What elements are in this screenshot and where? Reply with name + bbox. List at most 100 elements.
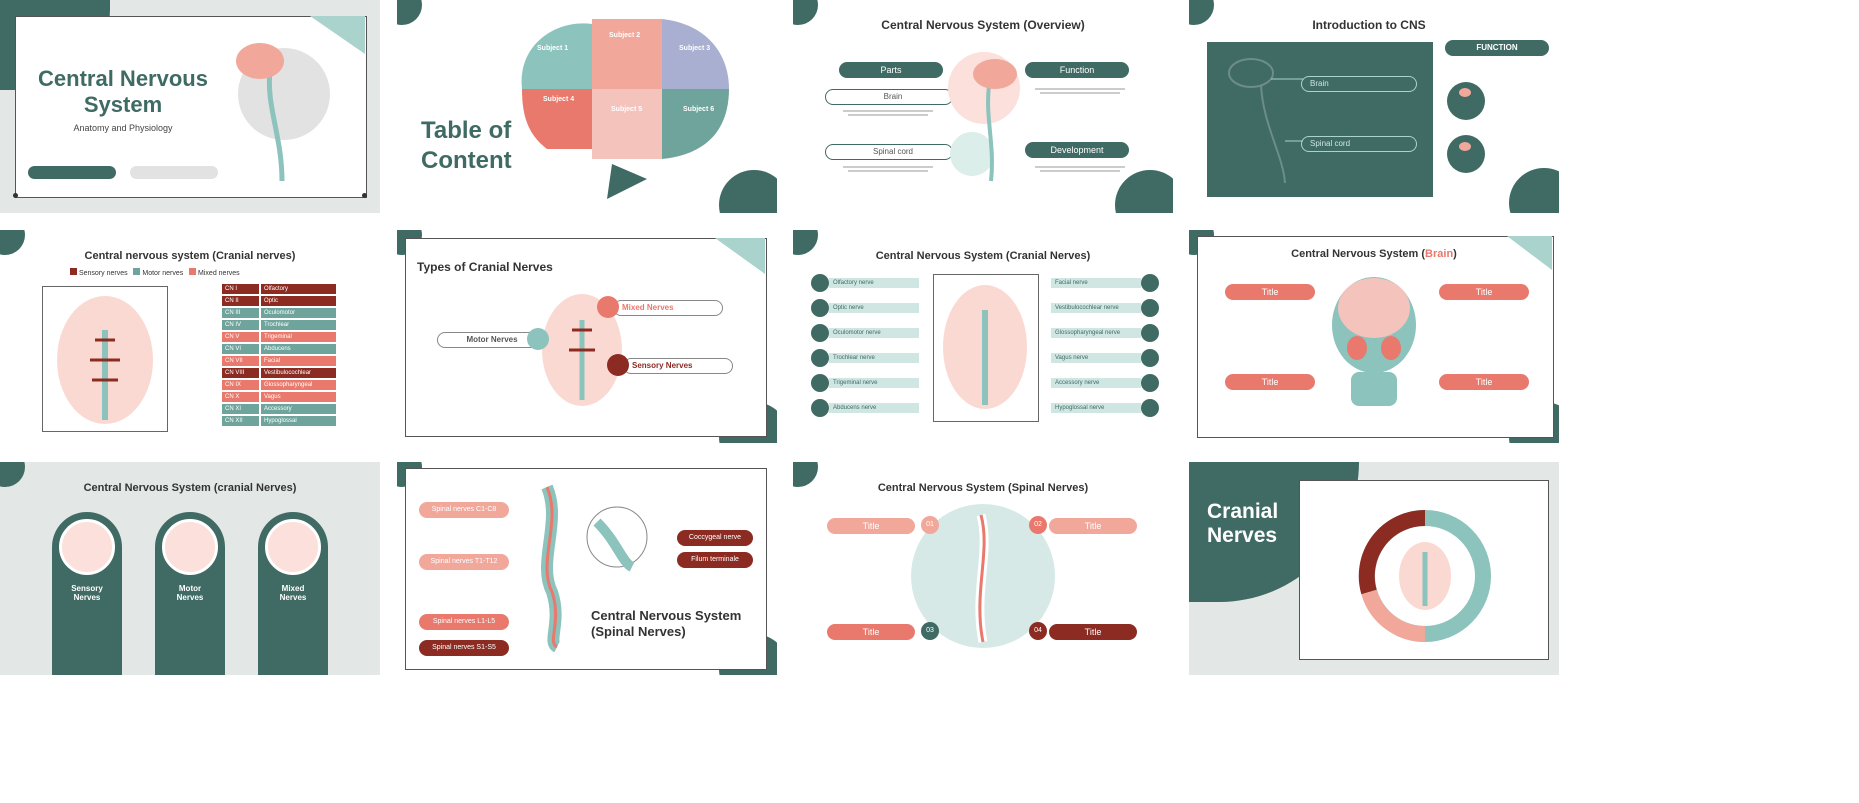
title-tag: Title <box>1049 518 1137 534</box>
nerve-icon <box>1141 299 1159 317</box>
piece-label: Subject 6 <box>683 106 715 113</box>
spinal-label: Spinal cord <box>825 144 953 160</box>
text-block <box>833 108 943 118</box>
nerve-icon <box>811 399 829 417</box>
piece-label: Subject 3 <box>679 45 711 52</box>
title-tag: Title <box>1225 374 1315 390</box>
slide-title: Central Nervous System (Cranial Nerves) <box>875 250 1091 262</box>
motor-icon <box>527 328 549 350</box>
brain-illustration <box>542 294 622 406</box>
slide-title: Central Nervous System (Spinal Nerves) <box>591 608 742 639</box>
title-tag: Title <box>1225 284 1315 300</box>
piece-label: Subject 4 <box>543 96 575 103</box>
title-tag: Title <box>827 518 915 534</box>
column-label: Mixed Nerves <box>279 584 307 602</box>
slide-9-thumbnail[interactable]: Central Nervous System (cranial Nerves) … <box>0 462 380 675</box>
motor-icon <box>162 519 218 575</box>
spinal-label-t: Spinal nerves T1-T12 <box>419 554 509 570</box>
nerve-item: Vestibulocochlear nerve <box>1051 299 1159 317</box>
nerve-label: Optic nerve <box>829 303 919 313</box>
nerve-name: Facial <box>261 356 336 366</box>
nerve-name: Vagus <box>261 392 336 402</box>
nerve-icon <box>1141 274 1159 292</box>
slide-3-thumbnail[interactable]: Central Nervous System (Overview) Parts … <box>793 0 1173 213</box>
nerve-icon <box>1141 399 1159 417</box>
number-badge: 02 <box>1029 516 1047 534</box>
corner-shape <box>397 0 422 25</box>
spinal-icon <box>1459 142 1471 151</box>
legend-sensory: Sensory nerves <box>78 270 128 277</box>
column-label: Motor Nerves <box>176 584 204 602</box>
nerve-icon <box>811 324 829 342</box>
slide-title: Central Nervous System (Brain) <box>1189 248 1559 260</box>
slide-4-thumbnail[interactable]: Introduction to CNS Brain Spinal cord FU… <box>1189 0 1559 213</box>
nerve-item: Hypoglossal nerve <box>1051 399 1159 417</box>
slide-title: Types of Cranial Nerves <box>417 260 553 274</box>
sensory-nerves-label: Sensory Nerves <box>623 358 733 374</box>
button-bar-2 <box>130 166 218 179</box>
nerve-name: Accessory <box>261 404 336 414</box>
slide-12-thumbnail[interactable]: Cranial Nerves <box>1189 462 1559 675</box>
slide-title: Central Nervous System (Spinal Nerves) <box>877 482 1089 494</box>
nerve-label: Oculomotor nerve <box>829 328 919 338</box>
slide-title: Cranial Nerves <box>1207 500 1279 547</box>
filum-label: Filum terminale <box>677 552 753 568</box>
number-badge: 01 <box>921 516 939 534</box>
nerve-code: CN IX <box>222 380 259 390</box>
nerve-label: Abducens nerve <box>829 403 919 413</box>
spinal-circle-icon <box>1447 135 1485 173</box>
legend-mixed: Mixed nerves <box>198 270 240 277</box>
slide-1-thumbnail[interactable]: Central Nervous System Anatomy and Physi… <box>0 0 380 213</box>
slide-5-thumbnail[interactable]: Central nervous system (Cranial nerves) … <box>0 230 380 443</box>
nerve-label: Glossopharyngeal nerve <box>1051 328 1141 338</box>
nerve-name: Optic <box>261 296 336 306</box>
nerve-code: CN XI <box>222 404 259 414</box>
dark-panel <box>1207 42 1433 197</box>
slide-title: Introduction to CNS <box>1312 18 1426 32</box>
nerve-code: CN IV <box>222 320 259 330</box>
nerve-item: Trochlear nerve <box>811 349 919 367</box>
nerve-name: Hypoglossal <box>261 416 336 426</box>
legend-motor: Motor nerves <box>142 270 184 277</box>
nerve-icon <box>811 299 829 317</box>
nerve-code: CN VIII <box>222 368 259 378</box>
nerve-item: Facial nerve <box>1051 274 1159 292</box>
title-tag: Title <box>1439 374 1529 390</box>
slide-title: Central Nervous System (Overview) <box>881 18 1085 32</box>
slide-2-thumbnail[interactable]: Table of Content Subject 1 Subject 2 Sub… <box>397 0 777 213</box>
mixed-icon <box>265 519 321 575</box>
nerve-name: Trigeminal <box>261 332 336 342</box>
nerve-item: Vagus nerve <box>1051 349 1159 367</box>
development-label: Development <box>1025 142 1129 158</box>
legend: Sensory nerves Motor nerves Mixed nerves <box>70 268 240 277</box>
slide-11-thumbnail[interactable]: Central Nervous System (Spinal Nerves) T… <box>793 462 1173 675</box>
skull-illustration <box>1332 277 1416 406</box>
slide-8-thumbnail[interactable]: Central Nervous System (Brain) Title Tit… <box>1189 230 1559 443</box>
text-block <box>1025 164 1135 174</box>
corner-shape <box>1509 168 1559 213</box>
slide-7-thumbnail[interactable]: Central Nervous System (Cranial Nerves) … <box>793 230 1173 443</box>
title-tag: Title <box>1439 284 1529 300</box>
nerve-name: Olfactory <box>261 284 336 294</box>
nerve-label: Hypoglossal nerve <box>1051 403 1141 413</box>
slide-10-thumbnail[interactable]: Spinal nerves C1-C8 Spinal nerves T1-T12… <box>397 462 777 675</box>
corner-shape <box>1115 170 1173 213</box>
nerve-code: CN II <box>222 296 259 306</box>
coccygeal-label: Coccygeal nerve <box>677 530 753 546</box>
slide-title: Central Nervous System <box>38 66 208 117</box>
brain-icon <box>1459 88 1471 97</box>
corner-dot <box>362 193 367 198</box>
slide-6-thumbnail[interactable]: Types of Cranial Nerves Mixed Nerves Mot… <box>397 230 777 443</box>
number-badge: 04 <box>1029 622 1047 640</box>
nerve-item: Trigeminal nerve <box>811 374 919 392</box>
nerve-item: Oculomotor nerve <box>811 324 919 342</box>
piece-label: Subject 2 <box>609 32 641 39</box>
